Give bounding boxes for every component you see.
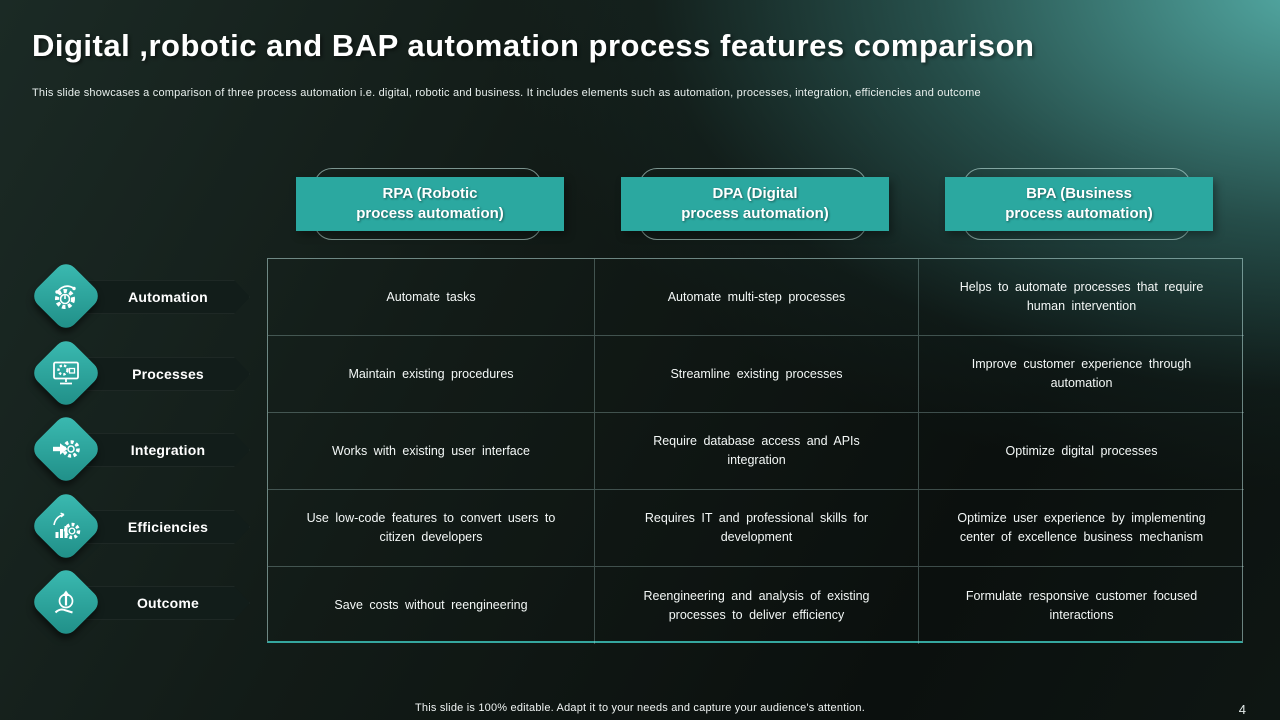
header-line: process automation) <box>1005 205 1153 222</box>
table-cell: Streamline existing processes <box>595 336 919 413</box>
header-line: DPA (Digital <box>712 184 798 202</box>
row-label: Automation <box>128 289 208 305</box>
table-cell: Use low-code features to convert users t… <box>268 490 595 567</box>
comparison-table: Automate tasks Automate multi-step proce… <box>267 258 1244 644</box>
table-cell: Maintain existing procedures <box>268 336 595 413</box>
row-label-banner: Processes <box>74 357 250 391</box>
hand-arrow-up-icon <box>40 576 92 628</box>
table-cell: Save costs without reengineering <box>268 567 595 644</box>
table-cell: Improve customer experience through auto… <box>919 336 1244 413</box>
monitor-gear-icon <box>40 347 92 399</box>
row-label-banner: Integration <box>74 433 250 467</box>
arrow-into-gear-icon <box>40 423 92 475</box>
table-cell: Reengineering and analysis of existing p… <box>595 567 919 644</box>
page-title: Digital ,robotic and BAP automation proc… <box>32 28 1035 63</box>
automation-gear-icon <box>40 270 92 322</box>
column-header-rpa: RPA (Robotic process automation) <box>296 168 564 240</box>
header-line: RPA (Robotic <box>382 184 478 202</box>
row-label: Outcome <box>136 595 200 611</box>
header-chip: BPA (Business process automation) <box>945 177 1213 231</box>
header-chip: DPA (Digital process automation) <box>621 177 889 231</box>
table-cell: Require database access and APIs integra… <box>595 413 919 490</box>
header-chip: RPA (Robotic process automation) <box>296 177 564 231</box>
header-line: process automation) <box>356 205 504 222</box>
header-line: BPA (Business <box>1026 184 1132 202</box>
column-header-bpa: BPA (Business process automation) <box>945 168 1213 240</box>
header-line: process automation) <box>681 205 829 222</box>
row-header-integration: Integration <box>29 412 250 486</box>
table-cell: Works with existing user interface <box>268 413 595 490</box>
table-cell: Formulate responsive customer focused in… <box>965 588 1198 622</box>
row-label: Efficiencies <box>127 519 209 535</box>
growth-chart-gear-icon <box>40 500 92 552</box>
page-subtitle: This slide showcases a comparison of thr… <box>32 87 981 99</box>
row-header-efficiencies: Efficiencies <box>29 489 250 563</box>
row-label: Processes <box>132 366 204 382</box>
table-cell: Automate multi-step processes <box>595 259 919 336</box>
row-label: Integration <box>130 442 206 458</box>
column-header-dpa: DPA (Digital process automation) <box>621 168 889 240</box>
table-cell: Helps to automate processes that require… <box>919 259 1244 336</box>
row-header-outcome: Outcome <box>29 565 250 639</box>
table-cell: Automate tasks <box>268 259 595 336</box>
row-label-banner: Outcome <box>74 586 250 620</box>
table-cell: Requires IT and professional skills for … <box>595 490 919 567</box>
row-header-automation: Automation <box>29 259 250 333</box>
table-cell: Optimize user experience by implementing… <box>919 490 1244 567</box>
row-label-banner: Automation <box>74 280 250 314</box>
row-label-banner: Efficiencies <box>74 510 250 544</box>
footer-note: This slide is 100% editable. Adapt it to… <box>415 702 865 714</box>
row-header-processes: Processes <box>29 336 250 410</box>
page-number: 4 <box>1238 702 1246 717</box>
table-cell: Optimize digital processes <box>919 413 1244 490</box>
